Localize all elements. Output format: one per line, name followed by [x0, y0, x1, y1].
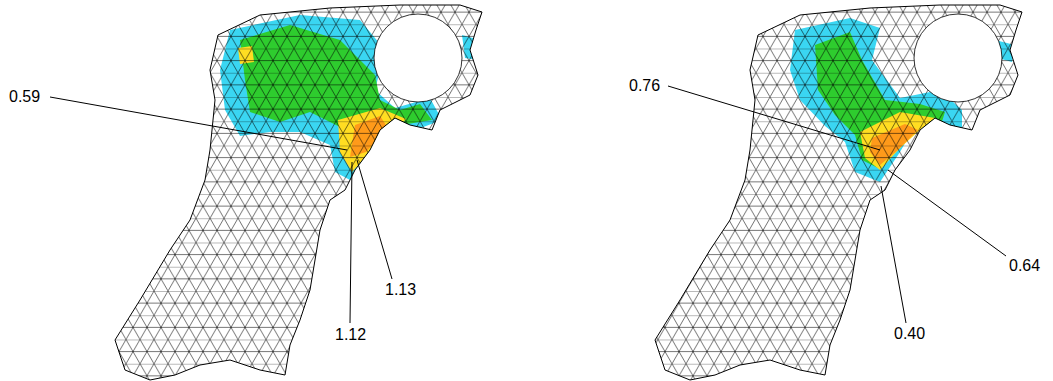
callout-number: 1.13 [384, 281, 417, 299]
callout-number: 0.59 [8, 88, 41, 106]
right-mesh [640, 0, 1040, 381]
left-mesh [100, 0, 500, 381]
callout-number: 1.12 [334, 326, 367, 344]
callout-number: 0.64 [1008, 257, 1041, 275]
callout-number: 0.40 [893, 325, 926, 343]
leader-lines [50, 86, 1006, 323]
callout-number: 0.76 [628, 77, 661, 95]
